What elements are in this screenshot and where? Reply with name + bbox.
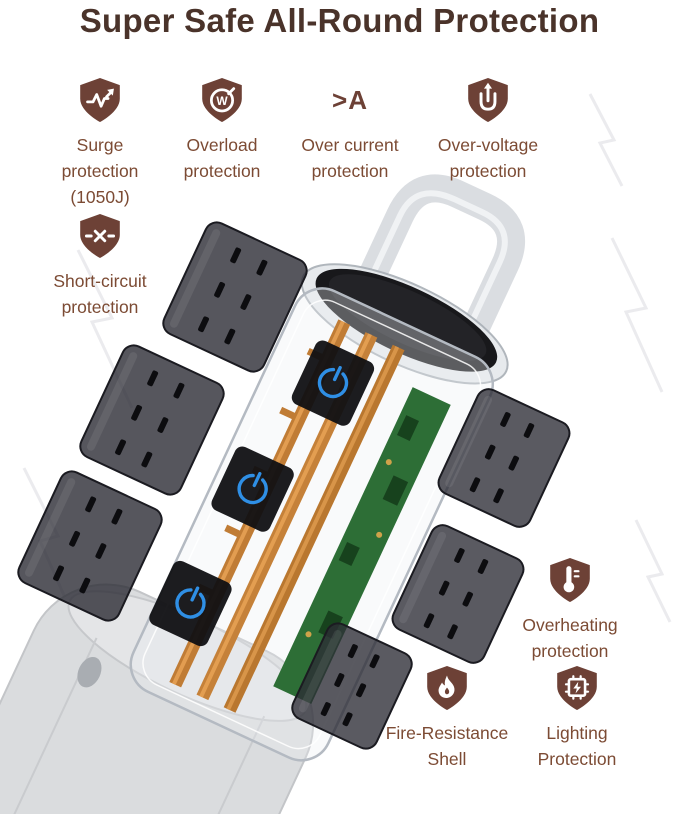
feature-lighting-protection: Lighting Protection (508, 664, 646, 772)
overheating-shield-icon (548, 556, 592, 604)
surge-shield-icon (78, 76, 122, 124)
outlet-plates (17, 221, 571, 750)
feature-label-line: protection (61, 161, 139, 181)
over-voltage-shield-icon (466, 76, 510, 124)
power-button-icon (149, 560, 232, 647)
feature-fire-resistance-shell: Fire-Resistance Shell (376, 664, 518, 772)
feature-label-line: Lighting (546, 723, 608, 743)
tower-assembly (129, 174, 526, 762)
feature-label-line: Protection (537, 749, 617, 769)
outlet-plate (437, 388, 571, 528)
feature-label-line: protection (531, 641, 609, 661)
feature-over-voltage-protection: Over-voltage protection (418, 76, 558, 184)
feature-label-line: Surge (76, 135, 124, 155)
feature-label-line: Short-circuit (53, 271, 147, 291)
power-modules (149, 340, 375, 647)
feature-label-line: Overload (186, 135, 258, 155)
short-circuit-shield-icon (78, 212, 122, 260)
feature-overheating-protection: Overheating protection (500, 556, 640, 664)
feature-label-line: Shell (427, 749, 467, 769)
over-current-icon: >A (332, 85, 368, 115)
feature-label-line: Fire-Resistance (385, 723, 509, 743)
svg-text:W: W (216, 94, 228, 108)
feature-label-line: Over-voltage (437, 135, 539, 155)
feature-label-line: protection (183, 161, 261, 181)
handle (346, 174, 526, 364)
feature-label-line: protection (61, 297, 139, 317)
feature-surge-protection: Surge protection (1050J) (36, 76, 164, 210)
outlet-plate (162, 221, 308, 373)
page-title: Super Safe All-Round Protection (79, 2, 600, 39)
feature-label-line: Overheating (522, 615, 618, 635)
feature-short-circuit-protection: Short-circuit protection (32, 212, 168, 320)
fire-shield-icon (425, 664, 469, 712)
feature-label-line: Over current (301, 135, 399, 155)
lightning-shield-icon (555, 664, 599, 712)
outlet-plate (391, 524, 525, 664)
feature-label-line: (1050J) (70, 187, 130, 207)
overload-shield-icon: W (200, 76, 244, 124)
outlet-plate (17, 470, 163, 622)
outlet-plate (291, 622, 413, 750)
feature-label-line: protection (449, 161, 527, 181)
feature-overload-protection: W Overload protection (158, 76, 286, 184)
feature-over-current-protection: >A Over current protection (288, 76, 412, 184)
outlet-plate (79, 344, 225, 496)
feature-label-line: protection (311, 161, 389, 181)
power-button-icon (211, 446, 294, 532)
power-button-icon (291, 340, 375, 426)
